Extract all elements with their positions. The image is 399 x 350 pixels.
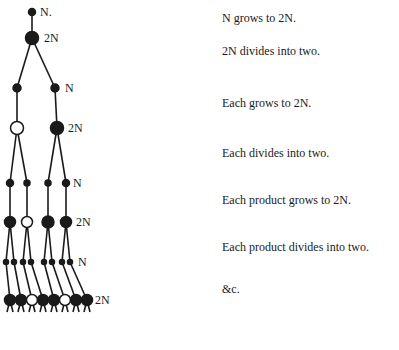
quantity-label: 2N [44,31,59,46]
step-caption: Each grows to 2N. [222,96,382,111]
quantity-label: N. [40,5,52,20]
quantity-label: 2N [68,121,83,136]
step-caption: 2N divides into two. [222,44,382,59]
quantity-label: 2N [76,215,91,230]
quantity-label: N [78,255,87,270]
quantity-label: 2N [95,293,110,308]
step-caption: Each product grows to 2N. [222,193,382,208]
step-caption: N grows to 2N. [222,11,382,26]
step-caption: Each product divides into two. [222,240,382,255]
quantity-label: N [73,176,82,191]
step-caption: Each divides into two. [222,146,382,161]
step-caption: &c. [222,282,382,297]
quantity-label: N [65,81,74,96]
